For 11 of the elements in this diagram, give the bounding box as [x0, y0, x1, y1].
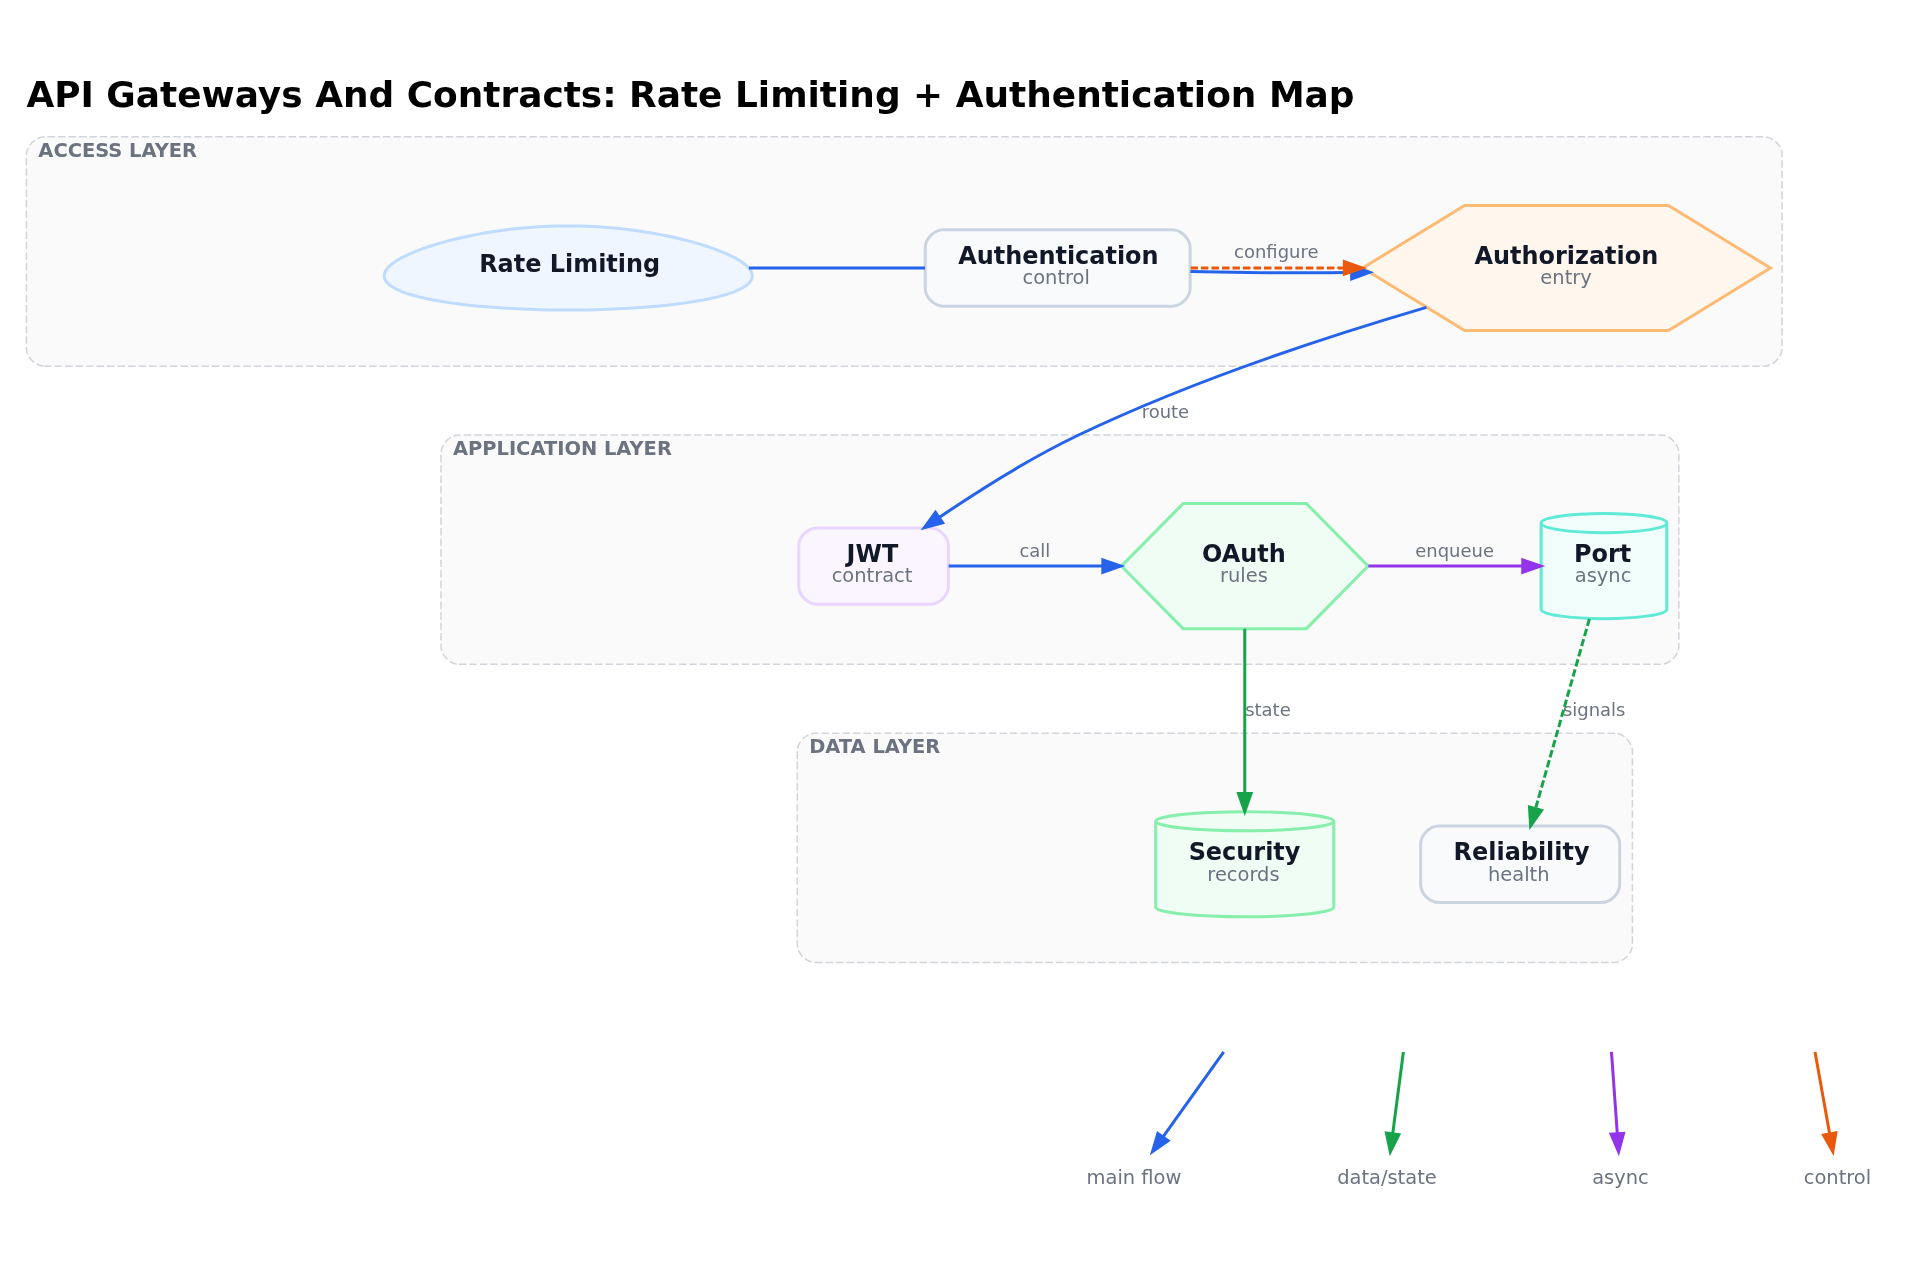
edge-label: signals [1563, 699, 1626, 721]
legend-label: control [1803, 1166, 1872, 1190]
legend-label: main flow [1086, 1166, 1182, 1190]
edge-label: configure [1234, 241, 1319, 263]
edge-label: state [1245, 699, 1291, 721]
edge-label: call [1019, 539, 1051, 561]
edge-label: route [1141, 400, 1190, 422]
diagram-title: API Gateways And Contracts: Rate Limiting + Authentication Map [26, 74, 1355, 116]
legend-label: async [1592, 1166, 1649, 1190]
legend-label: data/state [1337, 1166, 1437, 1190]
edge-label: enqueue [1415, 539, 1494, 561]
